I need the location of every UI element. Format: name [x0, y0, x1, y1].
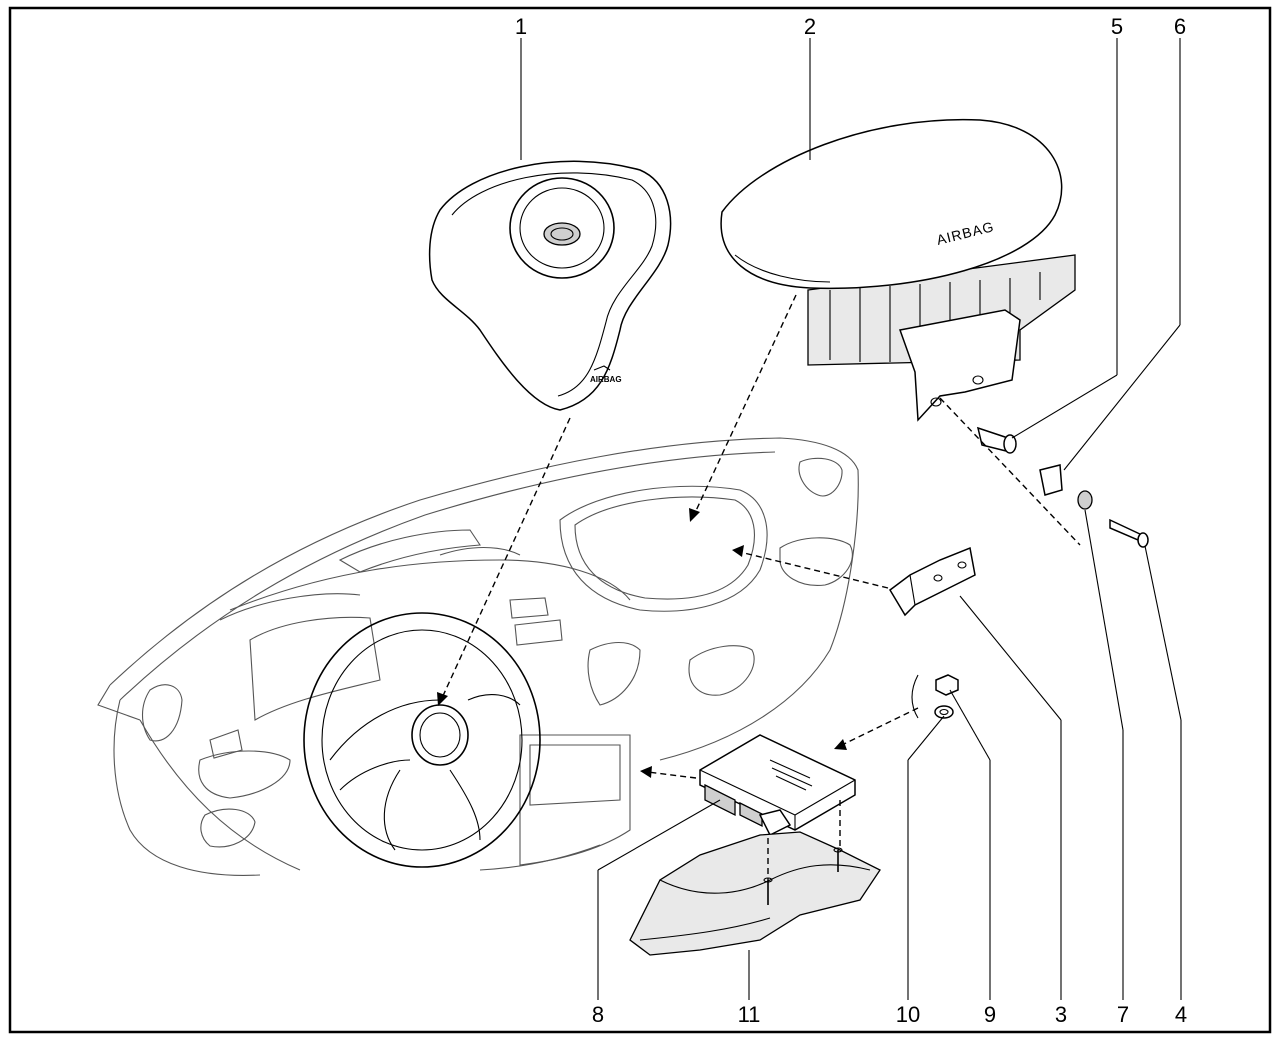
washer-7 — [1077, 490, 1093, 510]
callout-5: 5 — [1111, 14, 1123, 39]
washer-10 — [934, 705, 954, 719]
mounting-bracket — [889, 546, 976, 617]
driver-airbag-module: AIRBAG — [428, 160, 672, 411]
dashboard — [97, 437, 859, 876]
callout-4: 4 — [1175, 1002, 1187, 1027]
leader-lines — [520, 38, 1182, 1000]
assembly-lines — [437, 294, 1081, 880]
floor-mounting-base — [629, 831, 881, 956]
callout-labels: 1 2 5 6 8 11 10 9 3 7 4 — [515, 14, 1187, 1027]
clip-nut-6 — [1039, 464, 1063, 496]
steering-wheel — [303, 612, 541, 868]
callout-10: 10 — [896, 1002, 920, 1027]
callout-8: 8 — [592, 1002, 604, 1027]
hardware-group-bracket — [911, 674, 919, 719]
callout-2: 2 — [804, 14, 816, 39]
driver-airbag-marking: AIRBAG — [590, 375, 622, 384]
bolt-4-head — [1137, 532, 1149, 548]
nut-9 — [935, 674, 959, 696]
passenger-airbag-module: AIRBAG — [720, 118, 1076, 422]
airbag-control-unit — [699, 734, 856, 837]
hardware-parts — [911, 426, 1149, 719]
washer-10-hole — [939, 708, 949, 716]
callout-3: 3 — [1055, 1002, 1067, 1027]
callout-7: 7 — [1117, 1002, 1129, 1027]
spacer-sleeve-5-end — [1003, 434, 1017, 454]
callout-9: 9 — [984, 1002, 996, 1027]
callout-1: 1 — [515, 14, 527, 39]
callout-11: 11 — [738, 1002, 761, 1027]
callout-6: 6 — [1174, 14, 1186, 39]
diagram-frame — [8, 6, 1272, 1034]
